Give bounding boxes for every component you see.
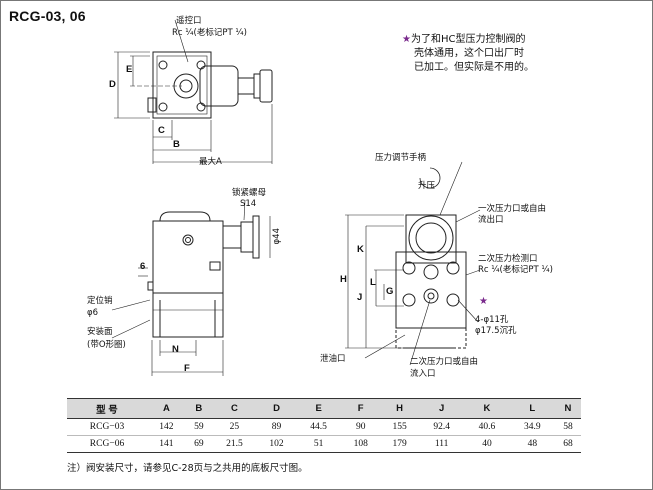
table-cell: 58 <box>554 418 581 436</box>
table-header-cell: N <box>554 398 581 419</box>
label-secondary: 二次压力口或自由 <box>410 357 479 367</box>
table-cell: 40 <box>464 435 510 453</box>
front-bonnet <box>405 214 457 264</box>
label-o-ring: (带O形圈) <box>87 340 126 350</box>
table-cell: 142 <box>147 418 186 436</box>
label-phi6: φ6 <box>87 308 99 318</box>
table-cell: RCG−03 <box>67 418 147 436</box>
side-locknut <box>240 221 254 253</box>
table-cell: 111 <box>419 435 465 453</box>
table-header-cell: D <box>257 398 296 419</box>
star-icon: ★ <box>402 34 411 45</box>
label-locknut: 锁紧螺母 <box>232 188 267 198</box>
table-header-cell: E <box>295 398 342 419</box>
table-header-cell: H <box>380 398 419 419</box>
label-holes-1: 4-φ11孔 <box>475 315 509 325</box>
table-cell: 44.5 <box>295 418 342 436</box>
label-mount-face: 安装面 <box>87 327 113 337</box>
label-gauge: 二次压力检测口 <box>478 254 538 264</box>
table-cell: 102 <box>257 435 296 453</box>
dim-C: C <box>158 125 165 136</box>
table-cell: 21.5 <box>211 435 258 453</box>
table-row: RCG−06 141 69 21.5 102 51 108 179 111 40… <box>67 435 581 453</box>
label-s14: S14 <box>240 199 257 209</box>
label-up-press: 升压 <box>418 181 436 191</box>
label-gauge-size: Rc ¼(老标记PT ¼) <box>478 265 553 275</box>
table-cell: 69 <box>185 435 212 453</box>
table-cell: 90 <box>341 418 381 436</box>
dim-D: D <box>109 79 116 90</box>
table-header-cell: A <box>147 398 186 419</box>
table-cell: 108 <box>341 435 381 453</box>
label-max-a: 最大A <box>199 157 222 167</box>
label-holes-2: φ17.5沉孔 <box>475 326 517 336</box>
table-header-cell: C <box>211 398 258 419</box>
table-header-cell: K <box>464 398 510 419</box>
table-cell: 68 <box>554 435 581 453</box>
label-outlet-primary: 流出口 <box>478 215 504 225</box>
dim-N: N <box>172 344 179 355</box>
table-cell: 48 <box>509 435 555 453</box>
label-pilot-port: 遥控口 <box>176 16 202 26</box>
note-line-3: 已加工。但实际是不用的。 <box>414 62 534 73</box>
table-cell: 59 <box>185 418 212 436</box>
note-line-1: 为了和HC型压力控制阀的 <box>410 34 526 45</box>
table-cell: 155 <box>380 418 419 436</box>
label-drain: 泄油口 <box>320 354 346 364</box>
dim-6: 6 <box>140 261 146 272</box>
footnote: 注）阀安装尺寸，请参见C-28页与之共用的底板尺寸图。 <box>67 463 308 474</box>
table-cell: 179 <box>380 435 419 453</box>
label-handle: 压力调节手柄 <box>375 153 427 163</box>
dim-L: L <box>370 277 376 288</box>
label-pin: 定位销 <box>87 296 113 306</box>
table-header-cell: B <box>185 398 212 419</box>
note-block: ★为了和HC型压力控制阀的 壳体通用，这个口出厂时 已加工。但实际是不用的。 <box>402 33 572 75</box>
label-phi44: φ44 <box>272 228 282 245</box>
label-inlet-primary: 一次压力口或自由 <box>478 204 547 214</box>
table-header-cell: F <box>341 398 381 419</box>
dimension-table: 型 号 A B C D E F H J K L N RCG−03 142 59 … <box>67 398 581 453</box>
table-cell: 51 <box>295 435 342 453</box>
table-header-cell: L <box>509 398 555 419</box>
table-cell: 141 <box>147 435 186 453</box>
label-pilot-port-size: Rc ¼(老标记PT ¼) <box>172 28 247 38</box>
top-body-outline <box>152 51 212 119</box>
dim-J: J <box>357 292 363 303</box>
page-title: RCG-03, 06 <box>9 8 86 24</box>
table-cell: 89 <box>257 418 296 436</box>
dim-F: F <box>184 363 190 374</box>
dim-B: B <box>173 139 180 150</box>
dim-G: G <box>386 286 394 297</box>
table-cell: 34.9 <box>509 418 555 436</box>
table-cell: 92.4 <box>419 418 465 436</box>
table-row: RCG−03 142 59 25 89 44.5 90 155 92.4 40.… <box>67 418 581 436</box>
top-bonnet <box>199 65 239 107</box>
table-header-cell: J <box>419 398 465 419</box>
table-cell: 40.6 <box>464 418 510 436</box>
side-body-outline <box>152 220 224 294</box>
dim-E: E <box>126 64 133 75</box>
table-header-cell: 型 号 <box>67 398 147 419</box>
label-secondary-2: 流入口 <box>410 369 436 379</box>
top-handle <box>259 69 273 103</box>
star-icon-2: ★ <box>479 296 488 307</box>
dim-K: K <box>357 244 364 255</box>
table-cell: RCG−06 <box>67 435 147 453</box>
table-cell: 25 <box>211 418 258 436</box>
note-line-2: 壳体通用，这个口出厂时 <box>414 48 524 59</box>
table-header-row: 型 号 A B C D E F H J K L N <box>67 398 581 419</box>
dim-H: H <box>340 274 347 285</box>
